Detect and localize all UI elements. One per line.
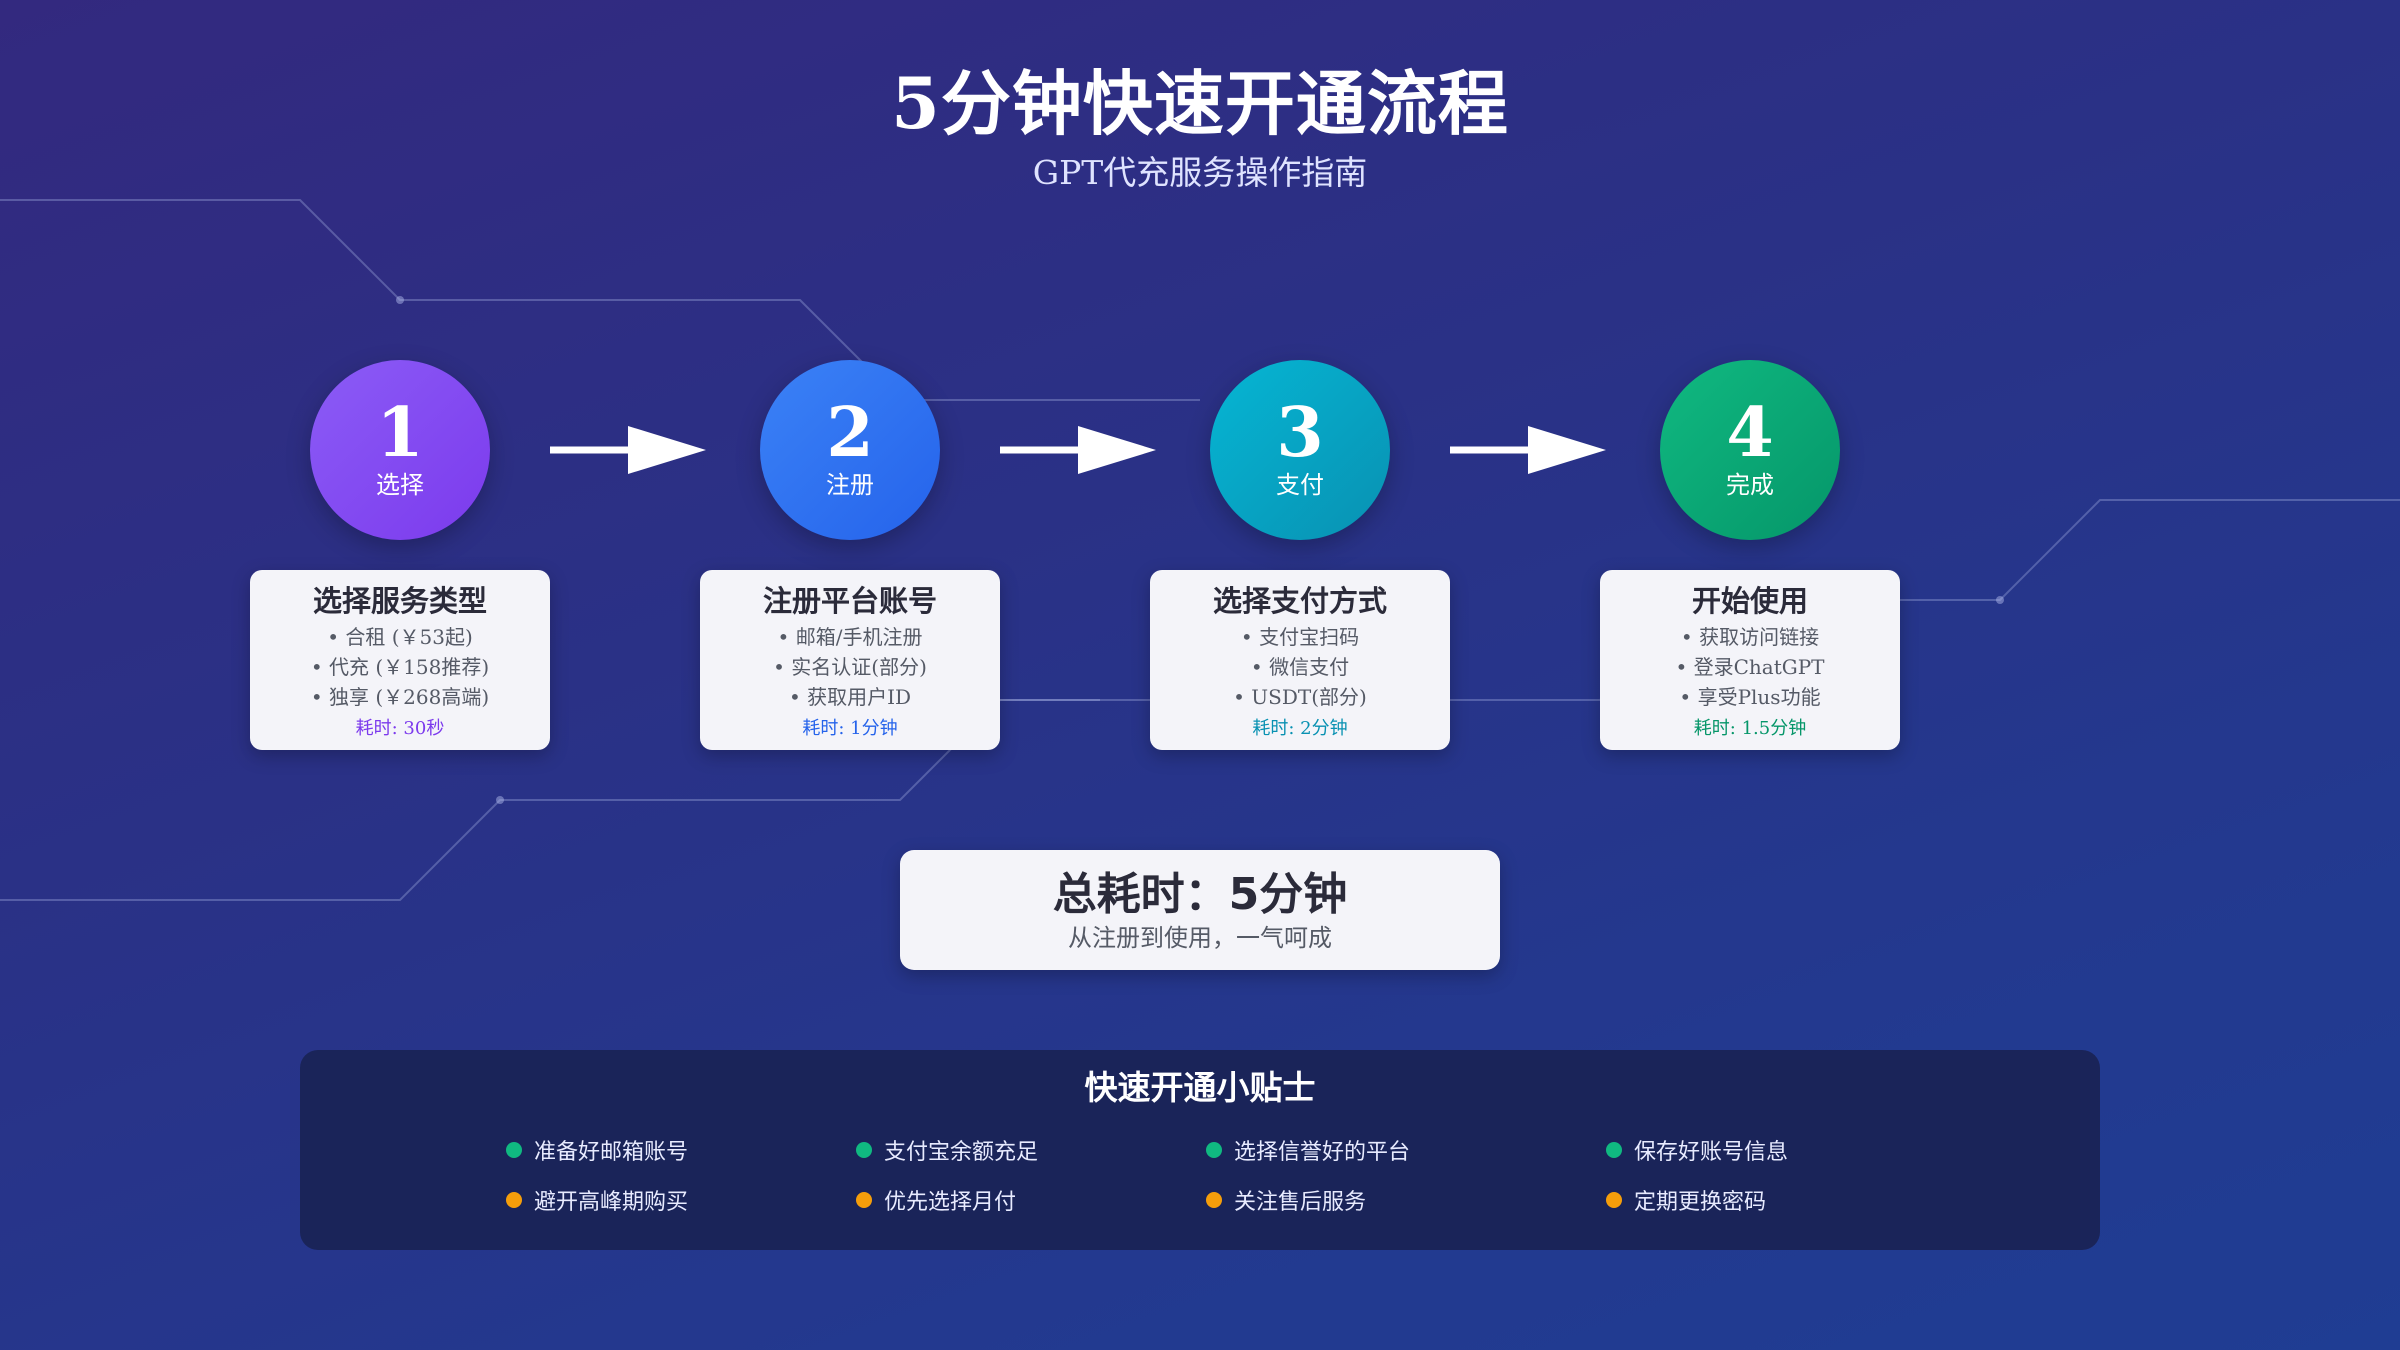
step-4-card: 开始使用 • 获取访问链接 • 登录ChatGPT • 享受Plus功能 耗时:… bbox=[1600, 570, 1900, 750]
tip-text: 定期更换密码 bbox=[1634, 1190, 1767, 1215]
tip-item: 选择信誉好的平台 bbox=[1206, 1133, 1410, 1167]
card-title: 开始使用 bbox=[1691, 584, 1808, 618]
list-item: • 合租 (￥53起) bbox=[327, 625, 473, 649]
card-title: 注册平台账号 bbox=[762, 584, 937, 618]
list-item: • 支付宝扫码 bbox=[1240, 625, 1360, 649]
tip-item: 支付宝余额充足 bbox=[856, 1133, 1038, 1167]
tips-panel: 快速开通小贴士 准备好邮箱账号 支付宝余额充足 选择信誉好的平台 保存好账号信息… bbox=[300, 1050, 2100, 1250]
bullet-dot-icon bbox=[506, 1192, 522, 1208]
tip-text: 支付宝余额充足 bbox=[884, 1140, 1039, 1165]
card-item-list: • 获取访问链接 • 登录ChatGPT • 享受Plus功能 bbox=[1600, 622, 1900, 712]
list-item: • USDT(部分) bbox=[1233, 685, 1367, 709]
step-3-circle: 3 支付 bbox=[1210, 360, 1390, 540]
list-item: • 登录ChatGPT bbox=[1675, 655, 1825, 679]
page-title: 5分钟快速开通流程 bbox=[891, 62, 1509, 145]
bullet-dot-icon bbox=[1606, 1142, 1622, 1158]
card-title: 选择服务类型 bbox=[312, 584, 487, 618]
total-time-subtitle: 从注册到使用，一气呵成 bbox=[1068, 924, 1332, 952]
card-time: 耗时: 1.5分钟 bbox=[1693, 718, 1807, 739]
tip-text: 保存好账号信息 bbox=[1634, 1140, 1789, 1165]
card-item-list: • 合租 (￥53起) • 代充 (￥158推荐) • 独享 (￥268高端) bbox=[250, 622, 550, 712]
bullet-dot-icon bbox=[856, 1192, 872, 1208]
step-label: 选择 bbox=[376, 471, 424, 499]
card-time: 耗时: 2分钟 bbox=[1252, 718, 1348, 739]
list-item: • 获取访问链接 bbox=[1680, 625, 1820, 649]
step-number: 1 bbox=[376, 393, 424, 473]
step-label: 完成 bbox=[1726, 471, 1774, 499]
step-1-circle: 1 选择 bbox=[310, 360, 490, 540]
step-2-circle: 2 注册 bbox=[760, 360, 940, 540]
tip-item: 避开高峰期购买 bbox=[506, 1183, 688, 1217]
card-title: 选择支付方式 bbox=[1212, 584, 1387, 618]
card-item-list: • 支付宝扫码 • 微信支付 • USDT(部分) bbox=[1150, 622, 1450, 712]
tip-text: 避开高峰期购买 bbox=[534, 1190, 689, 1215]
tip-item: 准备好邮箱账号 bbox=[506, 1133, 688, 1167]
total-time-box: 总耗时：5分钟 从注册到使用，一气呵成 bbox=[900, 850, 1500, 970]
step-3-card: 选择支付方式 • 支付宝扫码 • 微信支付 • USDT(部分) 耗时: 2分钟 bbox=[1150, 570, 1450, 750]
list-item: • 独享 (￥268高端) bbox=[310, 685, 490, 709]
arrow-right-icon bbox=[1450, 426, 1606, 474]
page-subtitle: GPT代充服务操作指南 bbox=[1032, 153, 1368, 192]
total-time-title: 总耗时：5分钟 bbox=[1052, 869, 1348, 920]
bullet-dot-icon bbox=[1606, 1192, 1622, 1208]
step-number: 4 bbox=[1726, 393, 1774, 473]
list-item: • 实名认证(部分) bbox=[773, 655, 927, 679]
list-item: • 微信支付 bbox=[1250, 655, 1350, 679]
tip-text: 关注售后服务 bbox=[1234, 1190, 1367, 1215]
step-number: 2 bbox=[826, 393, 874, 473]
bullet-dot-icon bbox=[856, 1142, 872, 1158]
card-time: 耗时: 30秒 bbox=[355, 718, 445, 739]
step-1-card: 选择服务类型 • 合租 (￥53起) • 代充 (￥158推荐) • 独享 (￥… bbox=[250, 570, 550, 750]
tip-text: 选择信誉好的平台 bbox=[1234, 1140, 1411, 1165]
list-item: • 享受Plus功能 bbox=[1679, 685, 1821, 709]
step-label: 支付 bbox=[1276, 471, 1324, 499]
bullet-dot-icon bbox=[1206, 1192, 1222, 1208]
tips-title: 快速开通小贴士 bbox=[1084, 1068, 1316, 1107]
arrow-right-icon bbox=[1000, 426, 1156, 474]
step-label: 注册 bbox=[826, 471, 874, 499]
card-time: 耗时: 1分钟 bbox=[802, 718, 898, 739]
list-item: • 邮箱/手机注册 bbox=[777, 625, 923, 649]
bullet-dot-icon bbox=[1206, 1142, 1222, 1158]
step-2-card: 注册平台账号 • 邮箱/手机注册 • 实名认证(部分) • 获取用户ID 耗时:… bbox=[700, 570, 1000, 750]
tip-item: 关注售后服务 bbox=[1206, 1183, 1366, 1217]
bullet-dot-icon bbox=[506, 1142, 522, 1158]
tip-text: 准备好邮箱账号 bbox=[534, 1140, 689, 1165]
tip-item: 定期更换密码 bbox=[1606, 1183, 1766, 1217]
tip-item: 优先选择月付 bbox=[856, 1183, 1016, 1217]
tip-item: 保存好账号信息 bbox=[1606, 1133, 1788, 1167]
step-number: 3 bbox=[1276, 393, 1324, 473]
card-item-list: • 邮箱/手机注册 • 实名认证(部分) • 获取用户ID bbox=[700, 622, 1000, 712]
list-item: • 获取用户ID bbox=[788, 685, 912, 709]
arrow-right-icon bbox=[550, 426, 706, 474]
tip-text: 优先选择月付 bbox=[884, 1190, 1017, 1215]
list-item: • 代充 (￥158推荐) bbox=[310, 655, 490, 679]
step-4-circle: 4 完成 bbox=[1660, 360, 1840, 540]
